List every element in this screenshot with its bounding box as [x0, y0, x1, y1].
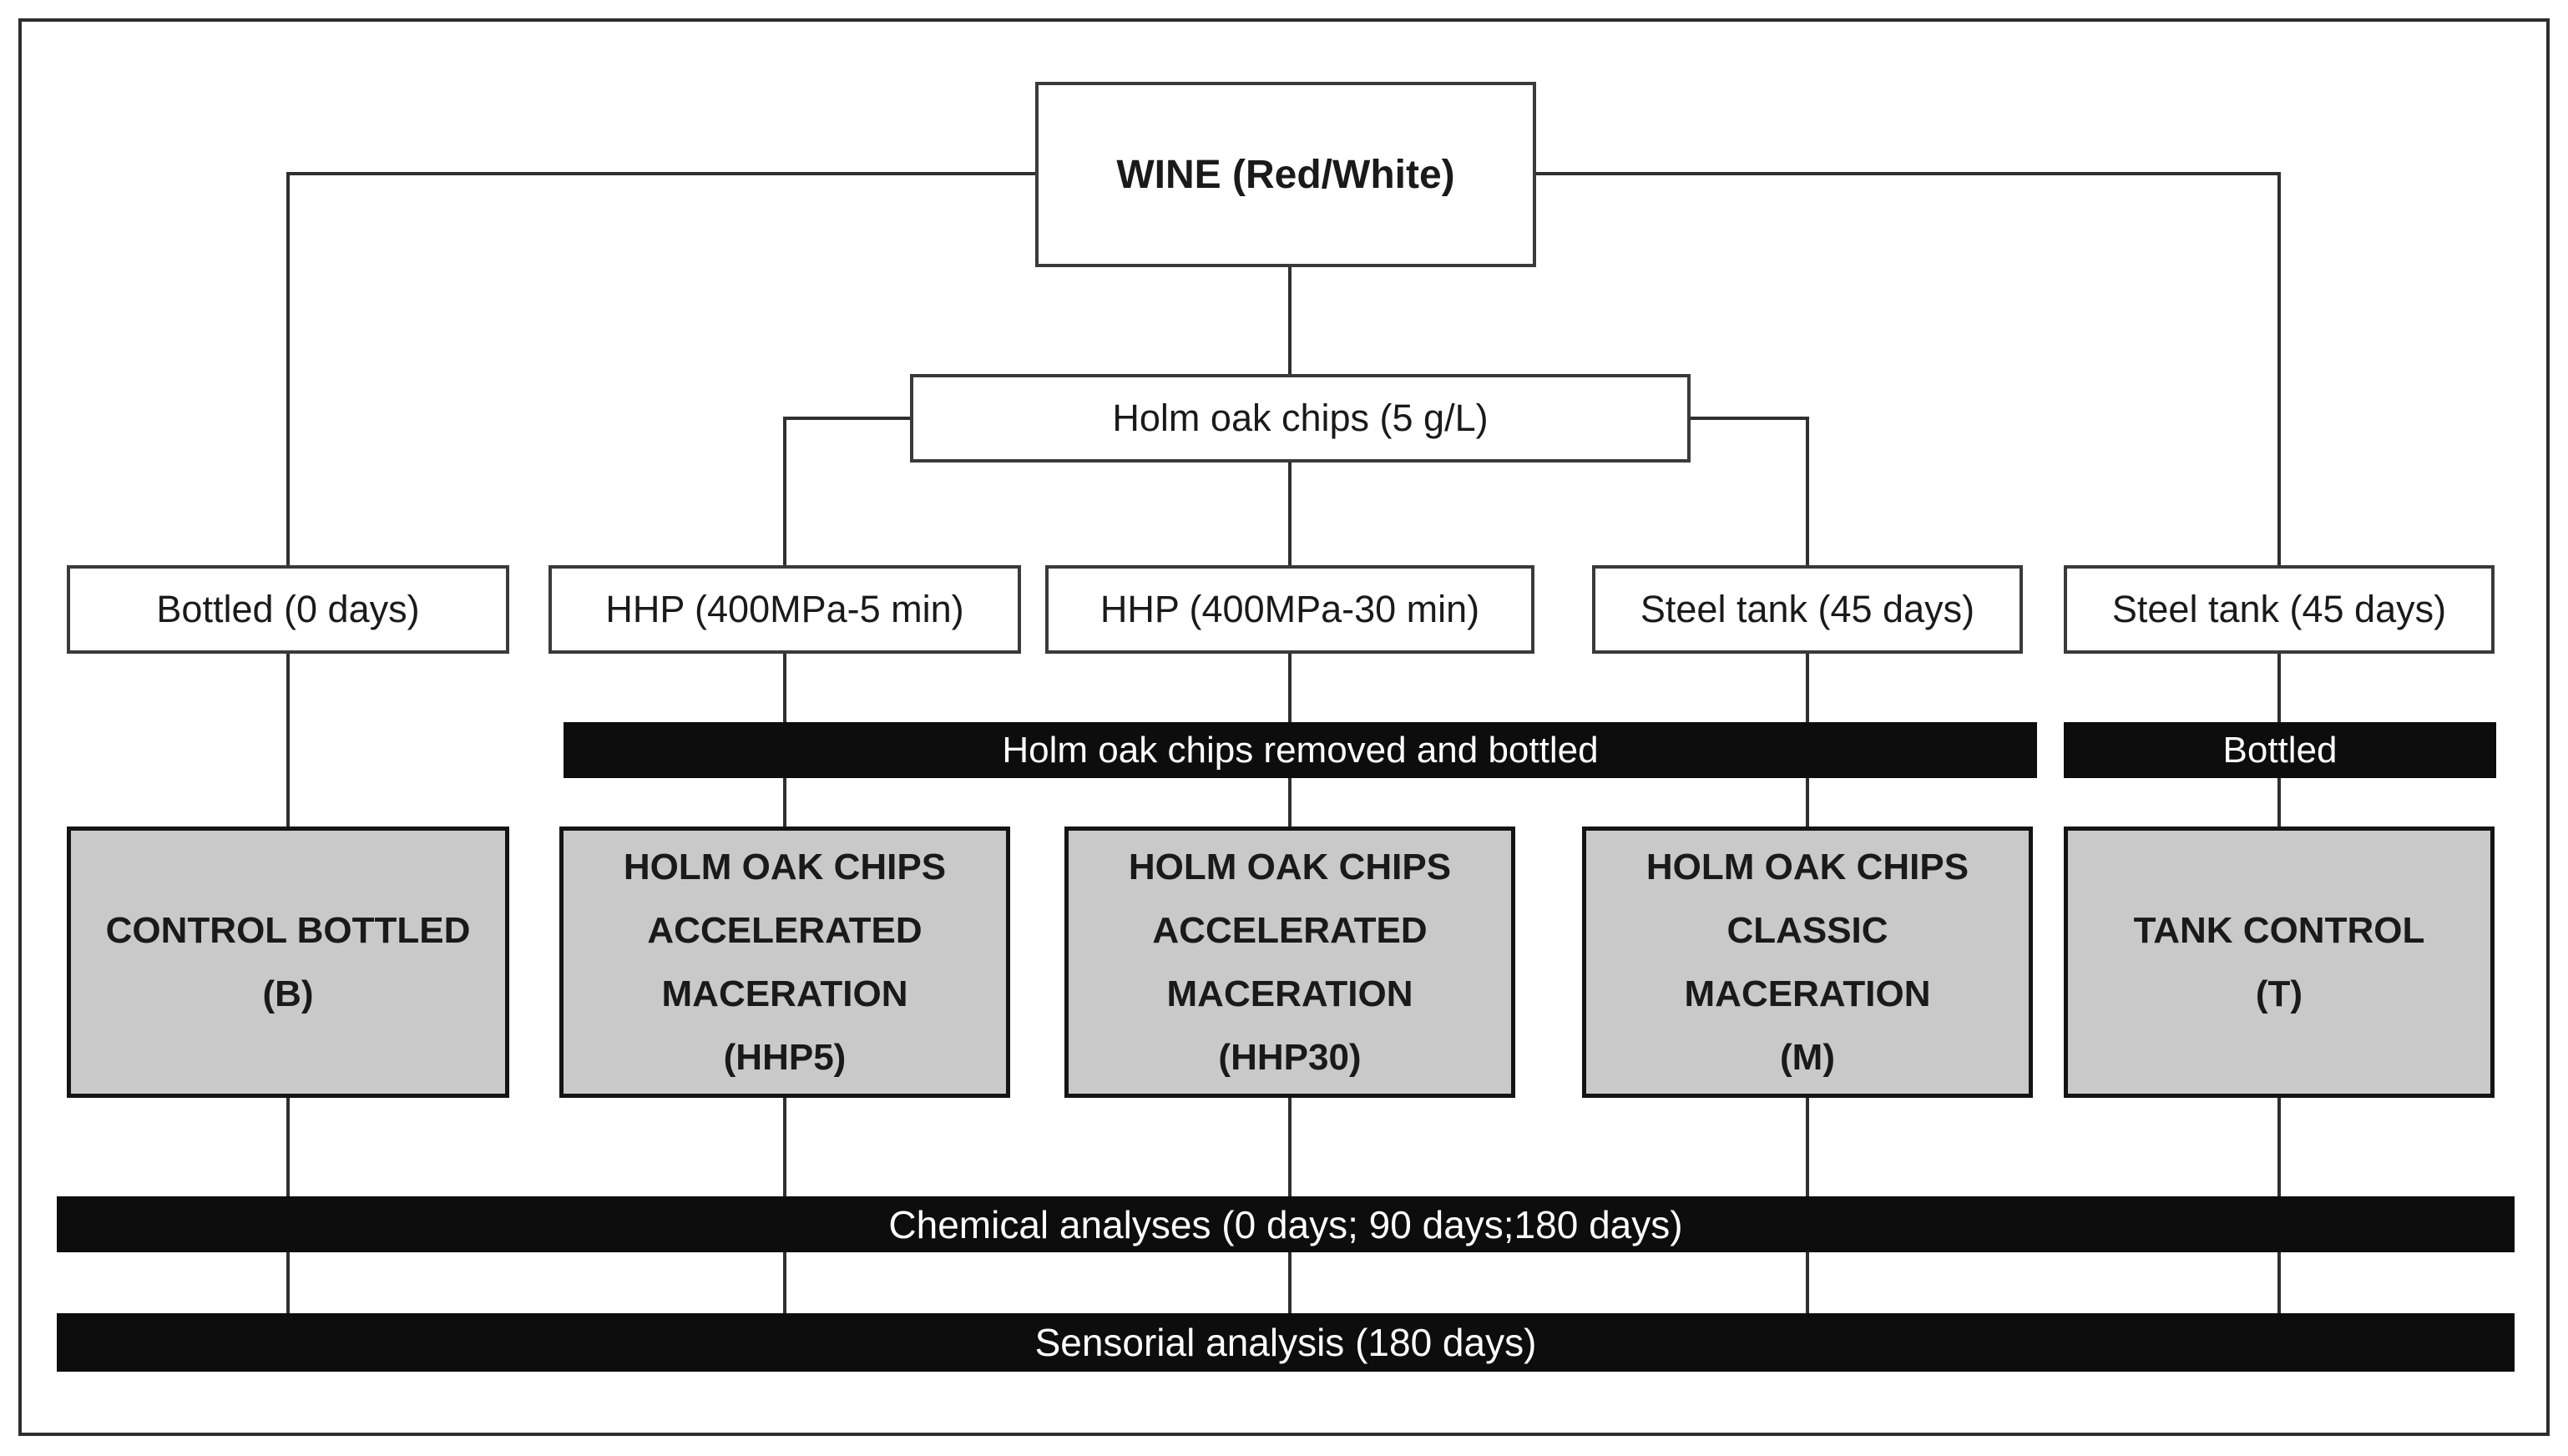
banner-label: Chemical analyses (0 days; 90 days;180 d…	[888, 1202, 1683, 1246]
connector-line	[286, 1098, 290, 1196]
node-label: HHP (400MPa-5 min)	[605, 588, 964, 630]
connector-line	[1288, 463, 1292, 565]
node-holm-oak-chips-label: Holm oak chips (5 g/L)	[1112, 397, 1489, 439]
node-bottled-0-days: Bottled (0 days)	[67, 565, 509, 654]
connector-line	[286, 654, 290, 827]
connector-wine-to-bottled	[288, 172, 1035, 175]
sample-hhp5: HOLM OAK CHIPS ACCELERATED MACERATION (H…	[559, 827, 1010, 1098]
connector-line	[286, 1252, 290, 1313]
sample-line: MACERATION	[1684, 973, 1931, 1014]
connector-line	[2277, 1252, 2281, 1313]
sample-line: ACCELERATED	[647, 909, 923, 951]
connector-line	[2277, 654, 2281, 722]
sample-line: HOLM OAK CHIPS	[1645, 846, 1969, 887]
sample-line: (HHP30)	[1218, 1036, 1362, 1078]
connector-line	[783, 1098, 786, 1196]
node-label: Steel tank (45 days)	[1640, 588, 1975, 630]
sample-line: HOLM OAK CHIPS	[1128, 846, 1452, 887]
sample-line: (HHP5)	[723, 1036, 847, 1078]
node-label: Bottled (0 days)	[156, 588, 420, 630]
sample-classic-maceration: HOLM OAK CHIPS CLASSIC MACERATION (M)	[1582, 827, 2033, 1098]
banner-chips-removed: Holm oak chips removed and bottled	[564, 722, 2037, 778]
banner-sensorial-analysis: Sensorial analysis (180 days)	[57, 1313, 2515, 1372]
node-label: Steel tank (45 days)	[2111, 588, 2447, 630]
connector-line	[1806, 654, 1809, 722]
node-label: HHP (400MPa-30 min)	[1099, 588, 1480, 630]
sample-line: TANK CONTROL	[2133, 909, 2425, 951]
connector-line	[1806, 417, 1809, 565]
connector-line	[1288, 778, 1292, 827]
node-steel-tank-t: Steel tank (45 days)	[2064, 565, 2495, 654]
connector-chips-to-hhp5	[785, 417, 910, 420]
connector-line	[1806, 1252, 1809, 1313]
connector-line	[1806, 1098, 1809, 1196]
sample-hhp30: HOLM OAK CHIPS ACCELERATED MACERATION (H…	[1064, 827, 1515, 1098]
connector-line	[1806, 778, 1809, 827]
sample-line: CLASSIC	[1726, 909, 1888, 951]
connector-line	[2277, 778, 2281, 827]
connector-line	[783, 778, 786, 827]
sample-line: MACERATION	[1166, 973, 1413, 1014]
sample-line: (T)	[2255, 973, 2303, 1014]
banner-bottled: Bottled	[2064, 722, 2496, 778]
sample-tank-control: TANK CONTROL (T)	[2064, 827, 2495, 1098]
connector-wine-to-tank	[1536, 172, 2279, 175]
node-steel-tank-m: Steel tank (45 days)	[1592, 565, 2023, 654]
node-wine: WINE (Red/White)	[1035, 82, 1536, 267]
sample-line: ACCELERATED	[1152, 909, 1428, 951]
sample-line: CONTROL BOTTLED	[105, 909, 471, 951]
connector-chips-to-steel	[1691, 417, 1807, 420]
banner-chemical-analyses: Chemical analyses (0 days; 90 days;180 d…	[57, 1196, 2515, 1252]
connector-line	[783, 1252, 786, 1313]
node-holm-oak-chips: Holm oak chips (5 g/L)	[910, 374, 1691, 463]
sample-line: (M)	[1780, 1036, 1835, 1078]
sample-line: (B)	[262, 973, 314, 1014]
connector-line	[1288, 267, 1292, 374]
connector-line	[1288, 1252, 1292, 1313]
connector-line	[1288, 654, 1292, 722]
banner-label: Bottled	[2222, 729, 2338, 771]
sample-line: MACERATION	[661, 973, 908, 1014]
banner-label: Holm oak chips removed and bottled	[1002, 729, 1599, 771]
connector-line	[1288, 1098, 1292, 1196]
connector-line	[2277, 172, 2281, 565]
connector-line	[2277, 1098, 2281, 1196]
banner-label: Sensorial analysis (180 days)	[1034, 1321, 1537, 1364]
figure-border	[18, 18, 2550, 1436]
sample-control-bottled: CONTROL BOTTLED (B)	[67, 827, 509, 1098]
node-wine-label: WINE (Red/White)	[1116, 152, 1455, 197]
node-hhp-5min: HHP (400MPa-5 min)	[548, 565, 1021, 654]
connector-line	[286, 172, 290, 565]
connector-line	[783, 417, 786, 565]
connector-line	[783, 654, 786, 722]
sample-line: HOLM OAK CHIPS	[623, 846, 947, 887]
node-hhp-30min: HHP (400MPa-30 min)	[1045, 565, 1534, 654]
